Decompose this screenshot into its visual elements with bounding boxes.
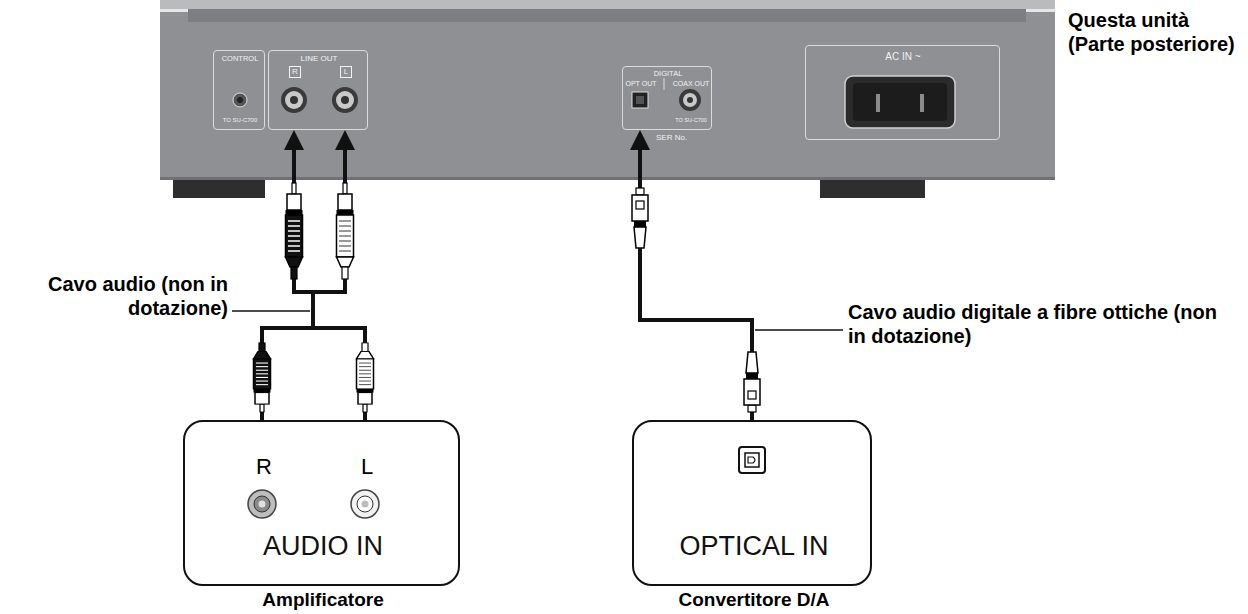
- control-port-group: CONTROL TO SU-C700: [213, 50, 265, 130]
- ac-inlet-group: AC IN ~: [805, 45, 1000, 140]
- coax-jack: [679, 89, 701, 111]
- unit-label: Questa unità (Parte posteriore): [1068, 8, 1240, 56]
- cable-label: Cavo audio (non in dotazione): [28, 272, 228, 320]
- port-label: CONTROL: [215, 54, 265, 63]
- panel-corner-highlight: [1026, 9, 1055, 12]
- port-note: TO SU-C700: [215, 117, 265, 124]
- amp-input-jack: [248, 490, 276, 518]
- unit-foot: [820, 180, 925, 198]
- input-label: AUDIO IN: [193, 530, 453, 562]
- rca-plug: [357, 343, 374, 412]
- channel-label: R: [289, 66, 301, 78]
- control-jack: [233, 93, 247, 107]
- serial-label: SER No.: [656, 133, 696, 143]
- optical-jack: [632, 92, 648, 108]
- dac-box: OPTICAL INConvertitore D/A: [632, 420, 872, 586]
- panel-corner-highlight: [160, 9, 188, 12]
- unit-foot: [173, 180, 265, 198]
- optical-plug: [744, 352, 760, 412]
- line-out-group: LINE OUT R L: [268, 50, 368, 130]
- device-name: Convertitore D/A: [634, 589, 874, 612]
- rca-jack: [332, 87, 358, 113]
- rca-plug: [286, 183, 303, 279]
- panel-top-edge: [160, 0, 1055, 9]
- divider-line: [664, 78, 665, 90]
- amplifier-box: RLAUDIO INAmplificatore: [183, 420, 460, 586]
- channel-label: L: [355, 454, 379, 480]
- port-label: DIGITAL: [628, 69, 708, 78]
- digital-out-group: DIGITAL OPT OUT COAX OUT TO SU-C700: [622, 66, 712, 130]
- rca-plug: [337, 183, 354, 279]
- device-name: Amplificatore: [193, 589, 453, 612]
- port-label: LINE OUT: [274, 54, 364, 64]
- port-note: TO SU-C700: [670, 117, 712, 124]
- optical-input-jack: [739, 447, 765, 473]
- ac-inlet: [845, 76, 955, 128]
- port-label: COAX OUT: [670, 80, 712, 88]
- rca-jack: [281, 87, 307, 113]
- channel-label: R: [252, 454, 276, 480]
- optical-plug: [632, 188, 648, 248]
- port-label: AC IN ~: [863, 51, 943, 63]
- amp-input-jack: [351, 490, 379, 518]
- leader-line: [232, 310, 310, 312]
- rca-plug: [254, 343, 271, 412]
- panel-top-recess: [188, 9, 1026, 22]
- input-label: OPTICAL IN: [639, 530, 869, 562]
- cable-label: Cavo audio digitale a fibre ottiche (non…: [848, 300, 1233, 348]
- cable-connector: [640, 150, 752, 420]
- rear-panel: Questa unità (Parte posteriore)CONTROLTO…: [160, 0, 1055, 180]
- port-label: OPT OUT: [624, 80, 658, 88]
- leader-line: [755, 329, 843, 331]
- channel-label: L: [340, 66, 352, 78]
